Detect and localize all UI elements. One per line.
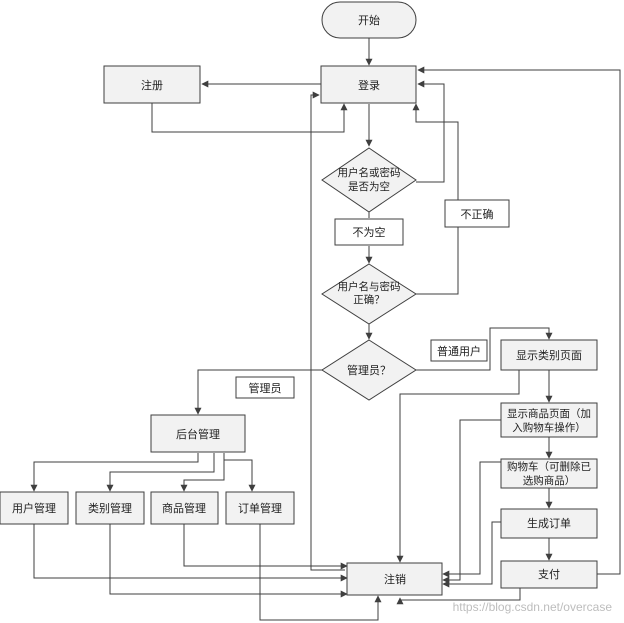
edge-cart-logout (442, 461, 501, 578)
empty-check-line2: 是否为空 (348, 180, 390, 193)
product-mgmt-node (150, 491, 219, 525)
edge-logout-login (310, 91, 345, 571)
gen-order-label: 生成订单 (527, 516, 571, 530)
edge-backend-category (106, 453, 215, 492)
edge-pay-login (417, 66, 621, 575)
empty-check-line1: 用户名或密码 (338, 166, 401, 179)
show-product-line1: 显示商品页面（加 (507, 407, 591, 420)
edge-register-login (151, 103, 348, 133)
incorrect-label: 不正确 (461, 208, 494, 221)
edge-order-logout (259, 524, 382, 621)
admin-check-label: 管理员？ (347, 363, 391, 377)
not-empty-label: 不为空 (353, 225, 386, 239)
user-mgmt-label: 用户管理 (12, 501, 56, 515)
product-mgmt-label: 商品管理 (162, 501, 206, 515)
edge-admin-backend (194, 369, 322, 415)
empty-check-diamond (321, 147, 417, 213)
edge-backend-product (180, 453, 225, 492)
backend-label: 后台管理 (176, 427, 220, 441)
edge-pay-logout (396, 588, 521, 605)
pay-label: 支付 (538, 568, 560, 581)
edge-user-logout (33, 524, 348, 582)
cart-node (500, 458, 598, 489)
incorrect-label-box (444, 199, 510, 228)
register-label: 注册 (141, 78, 163, 92)
connectors (30, 38, 621, 621)
edge-incorrect-login (412, 103, 459, 295)
edge-category-logout (396, 370, 520, 563)
admin-label-box (235, 376, 295, 399)
correct-check-line2: 正确？ (353, 293, 385, 306)
pay-node (500, 560, 598, 589)
gen-order-node (500, 508, 598, 539)
correct-check-diamond (321, 263, 417, 325)
show-product-node (500, 402, 598, 438)
edge-admin-normaluser (416, 327, 553, 371)
user-mgmt-node (0, 491, 69, 525)
correct-check-line1: 用户名与密码 (338, 280, 401, 293)
edge-product-logout (183, 524, 348, 570)
register-node (103, 65, 201, 104)
cart-line2: 选购商品） (523, 474, 576, 487)
admin-label: 管理员 (249, 381, 282, 395)
edge-backend-user (30, 453, 199, 492)
edge-product-logout (442, 419, 501, 584)
not-empty-label-box (334, 218, 404, 246)
edge-genorder-logout (442, 521, 501, 588)
category-mgmt-node (75, 491, 145, 525)
login-node (320, 65, 417, 104)
edge-category-logout (109, 524, 348, 598)
admin-check-diamond (321, 339, 417, 401)
normal-user-label: 普通用户 (437, 344, 481, 358)
show-category-node (500, 339, 598, 371)
backend-node (150, 414, 246, 453)
show-product-line2: 入购物车操作） (512, 421, 586, 434)
order-mgmt-node (225, 491, 295, 525)
show-category-label: 显示类别页面 (516, 348, 582, 362)
watermark-text: https://blog.csdn.net/overcase (453, 600, 613, 614)
logout-label: 注销 (384, 572, 406, 586)
logout-node (346, 562, 443, 596)
login-label: 登录 (358, 78, 380, 92)
edge-empty-login (416, 80, 445, 183)
edge-backend-order (223, 453, 256, 492)
normal-user-label-box (430, 339, 488, 362)
order-mgmt-label: 订单管理 (238, 501, 282, 515)
start-node (321, 1, 417, 39)
category-mgmt-label: 类别管理 (88, 501, 132, 515)
start-label: 开始 (358, 13, 380, 27)
cart-line1: 购物车（可删除已 (507, 460, 591, 473)
